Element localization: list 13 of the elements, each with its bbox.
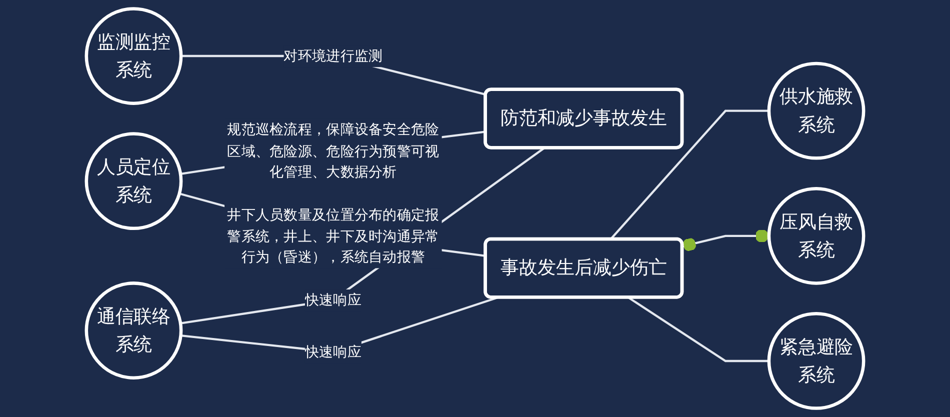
edge-label: 规范巡检流程，保障设备安全危险区域、危险源、危险行为预警可视化管理、大数据分析 <box>227 120 440 180</box>
node-circle: 监测监控系统 <box>84 7 183 105</box>
node-circle: 供水施救系统 <box>767 62 866 160</box>
edge-label: 井下人员数量及位置分布的确定报警系统，井上、井下及时沟通异常行为（昏迷），系统自动报警 <box>227 206 440 265</box>
node-circle: 人员定位系统 <box>84 132 183 230</box>
edge-label: 对环境进行监测 <box>284 48 383 64</box>
connector <box>682 229 769 252</box>
node-circle: 压风自救系统 <box>767 186 866 285</box>
node-circle: 紧急避险系统 <box>767 312 866 410</box>
connector <box>628 296 769 362</box>
edge-label: 快速响应 <box>304 292 362 308</box>
edge-label: 快速响应 <box>304 344 362 360</box>
node-circle: 通信联络系统 <box>84 282 183 380</box>
